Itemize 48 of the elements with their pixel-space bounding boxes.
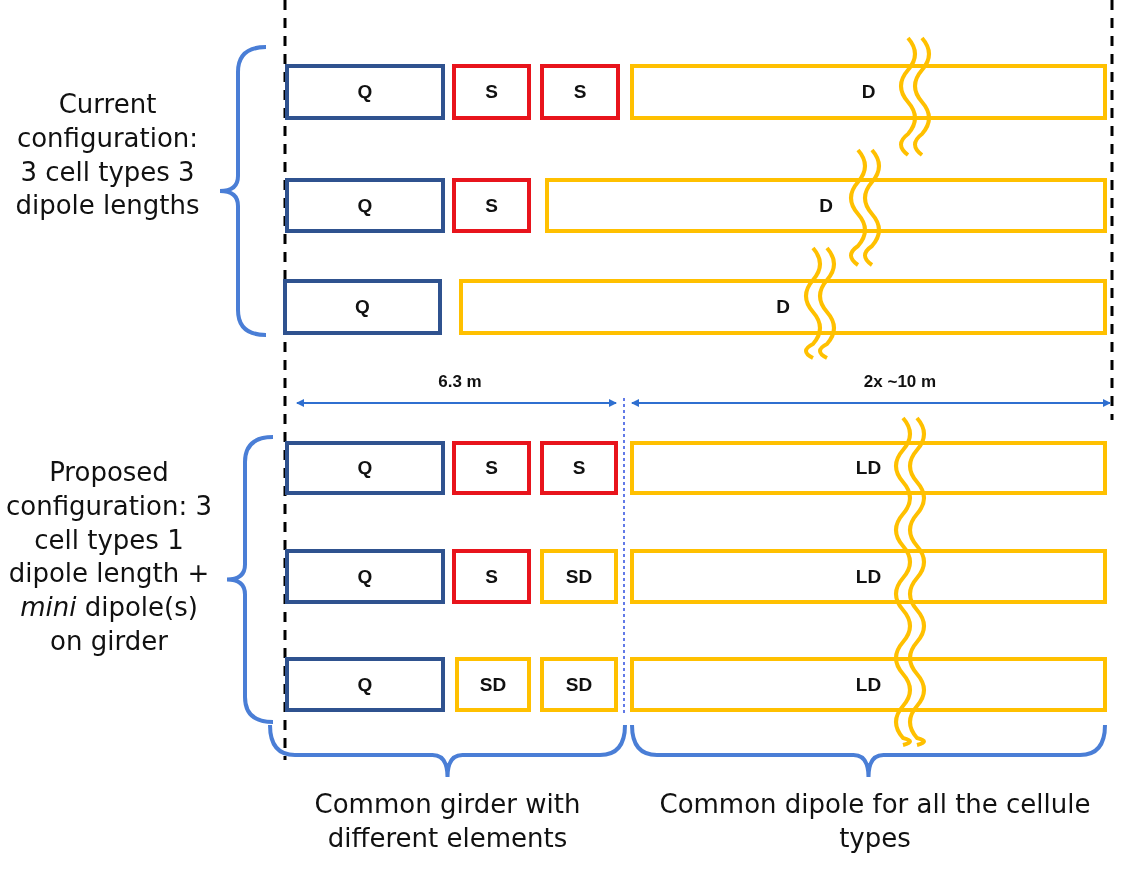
sextupole-box [452, 441, 531, 495]
element-label: S [485, 565, 498, 588]
sextupole-box [452, 549, 531, 604]
element-label: SD [565, 673, 593, 696]
element-label: Q [357, 194, 373, 217]
dipole-box [630, 64, 1107, 120]
dimension-label: 2x ~10 m [862, 372, 938, 392]
configuration-label: Proposed configuration: 3 cell types 1 dipole length + mini dipole(s) on girder [4, 456, 213, 658]
dipole-box [459, 279, 1107, 335]
sextupole-box [452, 178, 531, 233]
element-label: LD [855, 457, 882, 479]
group-caption: Common girder with different elements [313, 788, 582, 855]
quadrupole-box [283, 279, 442, 335]
dipole-box [630, 549, 1107, 604]
sextupole-box [540, 441, 618, 495]
quadrupole-box [285, 549, 445, 604]
element-label: D [861, 81, 876, 103]
element-label: S [485, 81, 498, 103]
dipole-box [630, 441, 1107, 495]
element-label: SD [479, 673, 507, 696]
element-label: Q [357, 565, 373, 588]
element-label: Q [355, 296, 370, 318]
sextupole-box [540, 64, 620, 120]
mini-dipole-box [540, 549, 618, 604]
element-label: S [485, 194, 498, 217]
quadrupole-box [285, 657, 445, 712]
configuration-label: Current configuration: 3 cell types 3 dipole lengths [14, 88, 201, 223]
element-label: Q [357, 457, 373, 479]
element-label: S [573, 81, 587, 103]
dipole-box [630, 657, 1107, 712]
dipole-box [545, 178, 1107, 233]
element-label: Q [357, 673, 373, 696]
element-label: S [572, 457, 586, 479]
mini-dipole-box [540, 657, 618, 712]
sextupole-box [452, 64, 531, 120]
element-label: S [485, 457, 498, 479]
element-label: SD [565, 565, 593, 588]
group-caption: Common dipole for all the cellule types [658, 788, 1092, 855]
quadrupole-box [285, 441, 445, 495]
dimension-label: 6.3 m [437, 372, 483, 392]
element-label: D [776, 296, 790, 318]
element-label: LD [855, 673, 882, 696]
quadrupole-box [285, 64, 445, 120]
mini-dipole-box [455, 657, 531, 712]
element-label: LD [855, 565, 882, 588]
element-label: D [819, 194, 833, 217]
element-label: Q [357, 81, 373, 103]
quadrupole-box [285, 178, 445, 233]
